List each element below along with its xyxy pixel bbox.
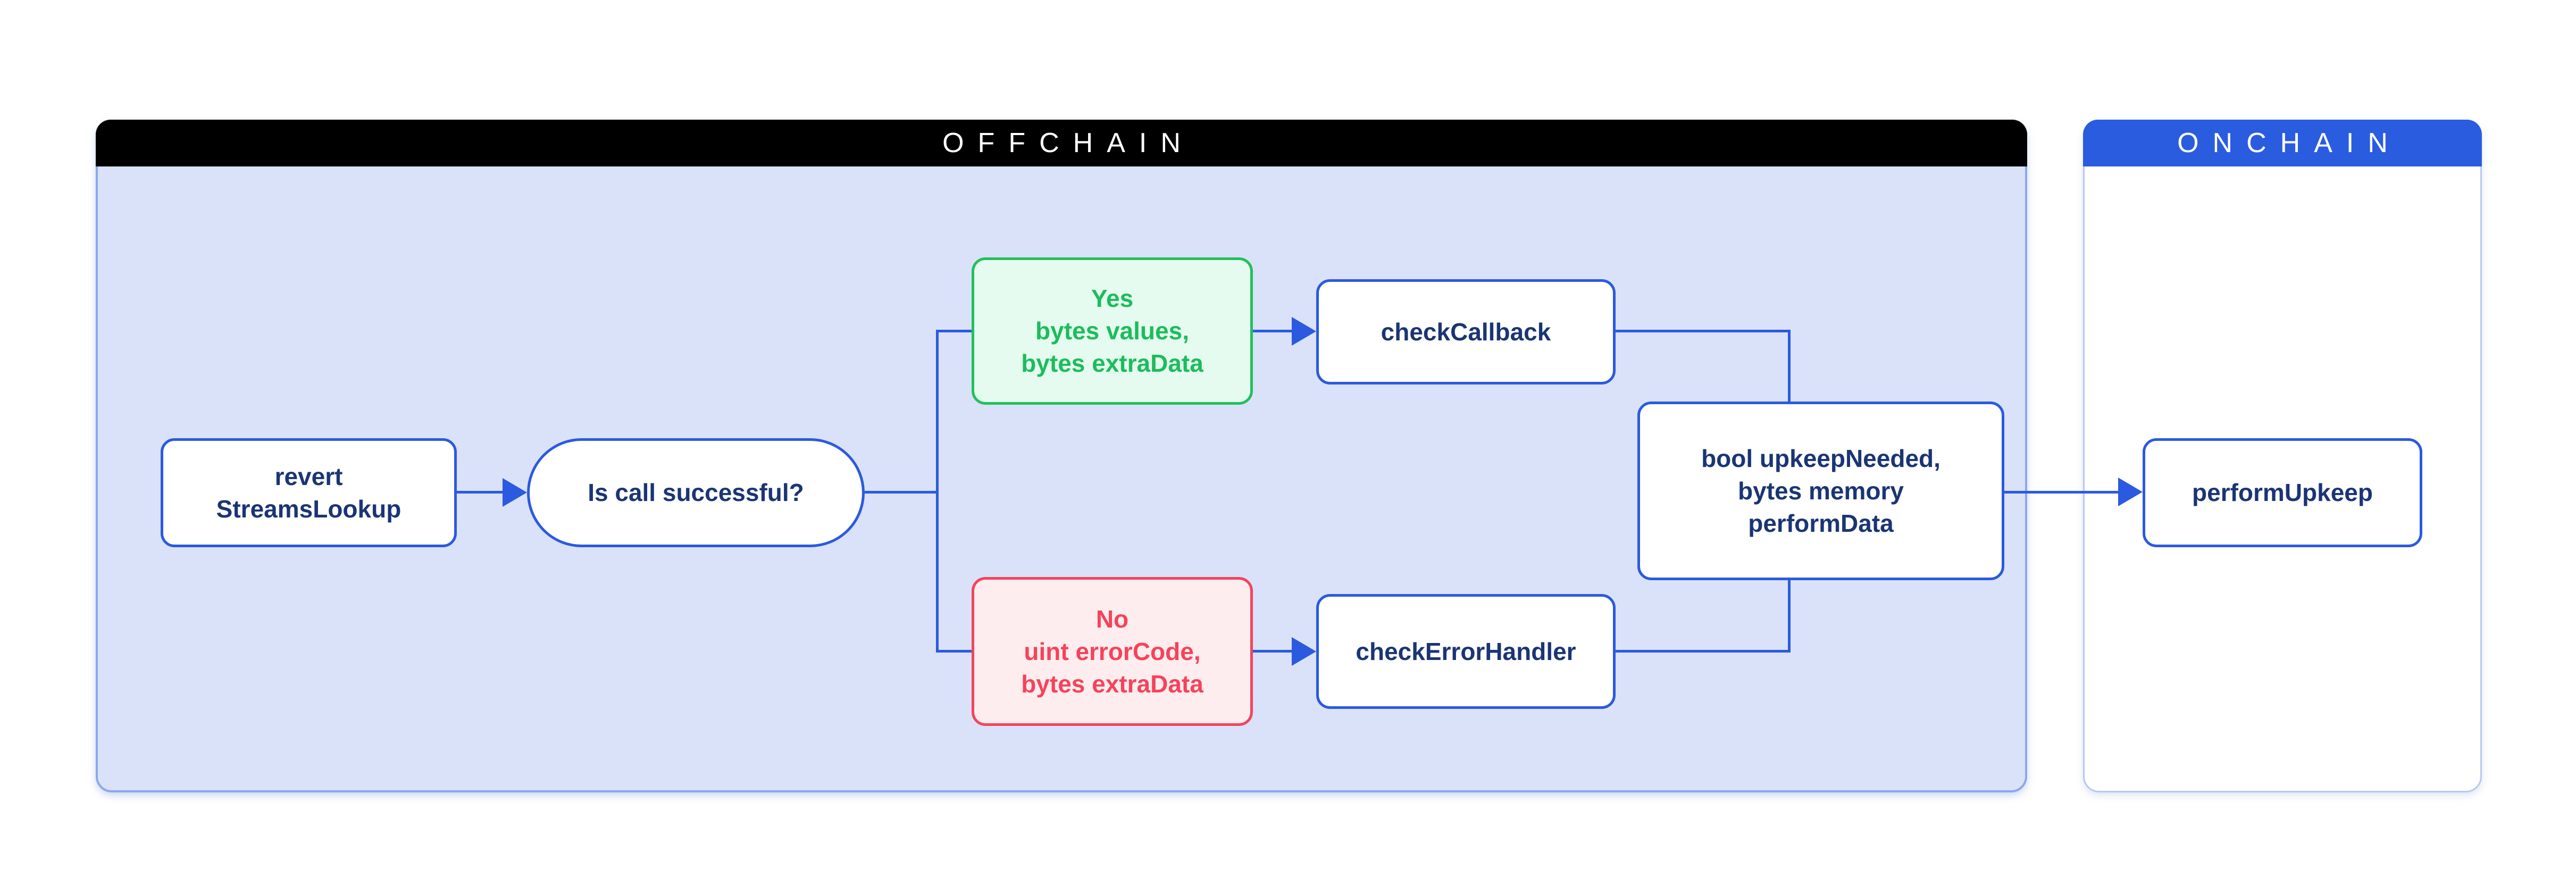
node-upkeep-needed: bool upkeepNeeded, bytes memory performD… — [1637, 402, 2004, 580]
node-label: uint errorCode, — [1024, 637, 1201, 665]
node-is-call-successful: Is call successful? — [527, 438, 865, 547]
connector-revert-to-decision — [457, 491, 506, 494]
node-label: bytes extraData — [1021, 670, 1203, 698]
connector-branch-vertical — [936, 330, 939, 653]
node-label: Is call successful? — [588, 479, 804, 506]
arrowhead-decision-icon — [503, 478, 527, 507]
node-revert-streamslookup: revert StreamsLookup — [161, 438, 457, 547]
node-check-error-handler: checkErrorHandler — [1316, 594, 1616, 709]
connector-merge-up — [1788, 578, 1791, 653]
node-label: Yes — [1091, 285, 1134, 312]
node-label: performData — [1748, 509, 1894, 537]
node-label: checkErrorHandler — [1356, 637, 1576, 665]
node-label: bool upkeepNeeded, — [1701, 444, 1941, 472]
connector-upkeep-to-performupkeep — [2004, 491, 2120, 494]
node-label: StreamsLookup — [216, 495, 402, 523]
offchain-header-label: OFFCHAIN — [942, 128, 1194, 158]
node-label: bytes extraData — [1021, 349, 1203, 377]
onchain-header-label: ONCHAIN — [2177, 128, 2402, 158]
connector-decision-to-branch — [865, 491, 939, 494]
onchain-header: ONCHAIN — [2083, 120, 2482, 166]
node-label: No — [1095, 605, 1129, 633]
connector-branch-to-yes — [937, 330, 972, 332]
node-perform-upkeep: performUpkeep — [2143, 438, 2422, 547]
arrowhead-checkerrorhandler-icon — [1292, 637, 1316, 666]
connector-merge-down — [1788, 330, 1791, 404]
node-label: checkCallback — [1381, 317, 1551, 346]
connector-checkcallback-to-merge — [1616, 330, 1791, 332]
arrowhead-performupkeep-icon — [2118, 478, 2143, 506]
connector-yes-to-checkcallback — [1253, 330, 1295, 332]
node-label: performUpkeep — [2192, 479, 2373, 506]
node-yes-branch: Yes bytes values, bytes extraData — [972, 257, 1253, 405]
node-label: bytes memory — [1738, 477, 1904, 505]
offchain-header: OFFCHAIN — [96, 120, 2027, 166]
node-check-callback: checkCallback — [1316, 279, 1616, 385]
connector-no-to-checkerrorhandler — [1253, 650, 1295, 653]
node-label: bytes values, — [1035, 317, 1189, 345]
arrowhead-checkcallback-icon — [1292, 317, 1316, 346]
node-label: revert — [274, 462, 343, 490]
connector-branch-to-no — [937, 650, 972, 653]
connector-checkerrorhandler-to-merge — [1616, 650, 1791, 653]
node-no-branch: No uint errorCode, bytes extraData — [972, 577, 1253, 726]
